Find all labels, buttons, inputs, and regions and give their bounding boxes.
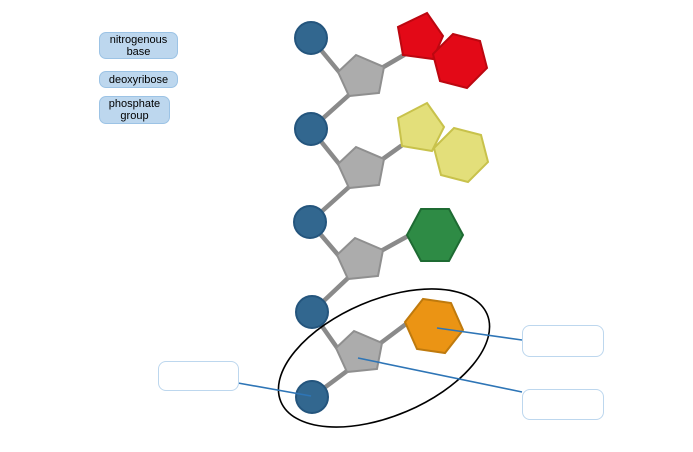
label-chip-nitrogenous-base[interactable]: nitrogenous base — [99, 32, 178, 59]
deoxyribose-pentagon-4 — [334, 329, 384, 374]
callout-line-phosphate — [237, 382, 312, 397]
answer-box-phosphate[interactable] — [158, 361, 239, 391]
connector-sugar4-base4 — [375, 321, 409, 348]
label-chip-phosphate-group[interactable]: phosphate group — [99, 96, 170, 124]
label-chip-phosphate-group-text: phosphate group — [108, 98, 161, 122]
base-orange-hexagon — [403, 297, 465, 355]
nucleotide-highlight-ellipse — [277, 288, 491, 428]
deoxyribose-pentagon-2 — [336, 145, 386, 190]
callout-line-sugar — [357, 357, 523, 393]
deoxyribose-pentagon-3 — [335, 236, 385, 281]
base-yellow-pentagon — [396, 101, 446, 153]
label-chip-nitrogenous-base-text: nitrogenous base — [109, 33, 168, 58]
base-red-purine — [396, 11, 489, 90]
phosphate-circle-3 — [293, 205, 327, 239]
phosphate-circle-1 — [294, 21, 328, 55]
deoxyribose-pentagon-1 — [336, 53, 386, 98]
base-red-pentagon — [396, 11, 445, 61]
phosphate-circle-2 — [294, 112, 328, 146]
phosphate-circle-4 — [295, 295, 329, 329]
base-red-hexagon — [431, 32, 489, 90]
base-green-hexagon — [405, 208, 465, 262]
base-yellow-purine — [396, 101, 490, 184]
answer-box-sugar[interactable] — [522, 389, 604, 420]
label-chip-deoxyribose[interactable]: deoxyribose — [99, 71, 178, 88]
answer-box-base[interactable] — [522, 325, 604, 357]
label-chip-deoxyribose-text: deoxyribose — [108, 73, 169, 86]
phosphate-circle-5 — [295, 380, 329, 414]
base-yellow-hexagon — [432, 126, 490, 184]
callout-line-orange-base — [436, 327, 523, 341]
